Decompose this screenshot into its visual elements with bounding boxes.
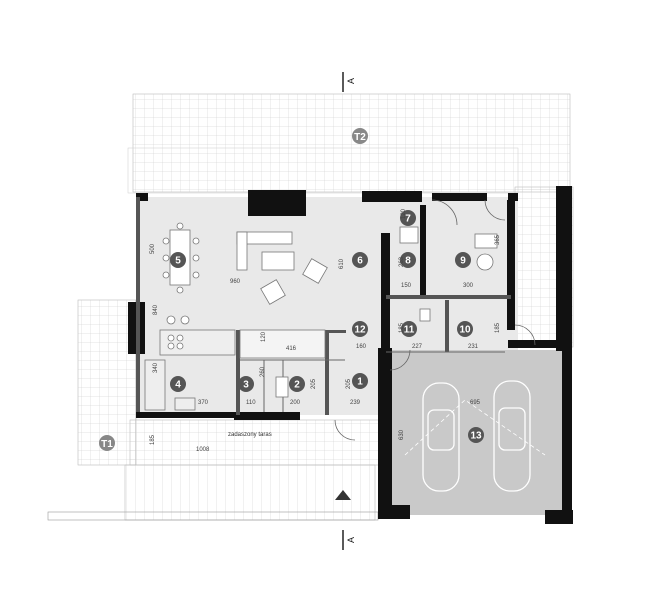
dim-kitchen-side: 340 (153, 362, 159, 373)
room-badge-number: 10 (459, 325, 471, 336)
svg-text:T2: T2 (354, 132, 366, 143)
dim-stairs-depth: 120 (261, 331, 267, 342)
room-badge-8: 8 (400, 252, 416, 268)
dim-dining-depth: 500 (150, 243, 156, 254)
dim-terrace-depth: 185 (150, 434, 156, 445)
dim-hall-depth: 205 (311, 378, 317, 389)
room-badge-7: 7 (400, 210, 416, 226)
room-badge-number: 11 (404, 325, 415, 336)
terrace-t2 (127, 93, 571, 194)
terrace-badge-t2: T2 (352, 128, 368, 144)
room-badge-3: 3 (238, 376, 254, 392)
dim-room8: 150 (401, 283, 412, 289)
dim-room1: 239 (350, 400, 361, 406)
section-mark-bottom: A (342, 530, 356, 550)
room-badge-1: 1 (352, 373, 368, 389)
section-mark-top: A (342, 72, 356, 92)
room-badge-2: 2 (289, 376, 305, 392)
doors (334, 199, 536, 441)
svg-text:A: A (346, 537, 356, 543)
dim-room9: 300 (463, 283, 474, 289)
dim-room4: 370 (198, 400, 209, 406)
room-badge-circle (401, 321, 417, 337)
dim-room2: 200 (290, 400, 301, 406)
room-badge-circle (455, 252, 471, 268)
dim-living-width: 960 (230, 279, 241, 285)
room-badge-circle (289, 376, 305, 392)
room-badge-number: 1 (357, 377, 363, 388)
dim-stairs-width: 416 (286, 346, 297, 352)
walls (128, 186, 573, 524)
room-badge-number: 8 (405, 256, 411, 267)
room-badge-4: 4 (170, 376, 186, 392)
room-badge-9: 9 (455, 252, 471, 268)
room-badge-circle (468, 427, 484, 443)
room-badge-number: 12 (354, 325, 366, 336)
svg-text:T1: T1 (101, 439, 113, 450)
room-badge-5: 5 (170, 252, 186, 268)
room-badge-circle (352, 252, 368, 268)
dim-room10-depth: 185 (495, 322, 501, 333)
dim-terrace-width: 1008 (196, 447, 210, 453)
room-badge-circle (352, 373, 368, 389)
room-badge-circle (400, 210, 416, 226)
dim-garage-depth: 630 (399, 429, 405, 440)
room-badge-circle (400, 252, 416, 268)
dim-hall2-depth: 205 (346, 378, 352, 389)
furniture (144, 222, 498, 411)
room-badge-13: 13 (468, 427, 484, 443)
room-badge-number: 9 (460, 256, 466, 267)
dim-room11-depth: 185 (399, 322, 405, 333)
entrance-arrow-icon (335, 490, 351, 500)
dim-wc-side: 260 (260, 366, 266, 377)
svg-text:A: A (346, 78, 356, 84)
dim-room7-depth: 120 (401, 208, 407, 219)
car-right (493, 380, 531, 492)
terrace-badge-t1: T1 (99, 435, 115, 451)
dim-living-depth: 610 (339, 258, 345, 269)
room-badge-circle (238, 376, 254, 392)
room-badge-number: 7 (405, 214, 411, 225)
room-badge-number: 3 (243, 380, 249, 391)
room-badge-12: 12 (352, 321, 368, 337)
dim-room12: 160 (356, 344, 367, 350)
room-badge-11: 11 (401, 321, 417, 337)
room-badge-number: 13 (470, 431, 482, 442)
covered-terrace-label: zadaszony taras (228, 432, 272, 438)
room-badge-number: 5 (175, 256, 181, 267)
dim-room3: 110 (246, 400, 256, 406)
room-badge-circle (352, 321, 368, 337)
covered-terrace (47, 419, 381, 521)
dim-room8-depth: 263 (399, 256, 405, 267)
room-badge-number: 4 (175, 380, 181, 391)
room-badge-circle (170, 252, 186, 268)
room-badge-10: 10 (457, 321, 473, 337)
dim-room11: 227 (412, 344, 423, 350)
dim-room9-depth: 365 (495, 234, 501, 245)
dim-garage-width: 695 (470, 400, 481, 406)
room-badge-6: 6 (352, 252, 368, 268)
dim-kitchen-depth: 840 (153, 304, 159, 315)
room-badge-number: 6 (357, 256, 363, 267)
dim-room10: 231 (468, 344, 479, 350)
room-badge-circle (170, 376, 186, 392)
car-left (422, 382, 460, 492)
room-badge-number: 2 (294, 380, 300, 391)
room-badge-circle (457, 321, 473, 337)
